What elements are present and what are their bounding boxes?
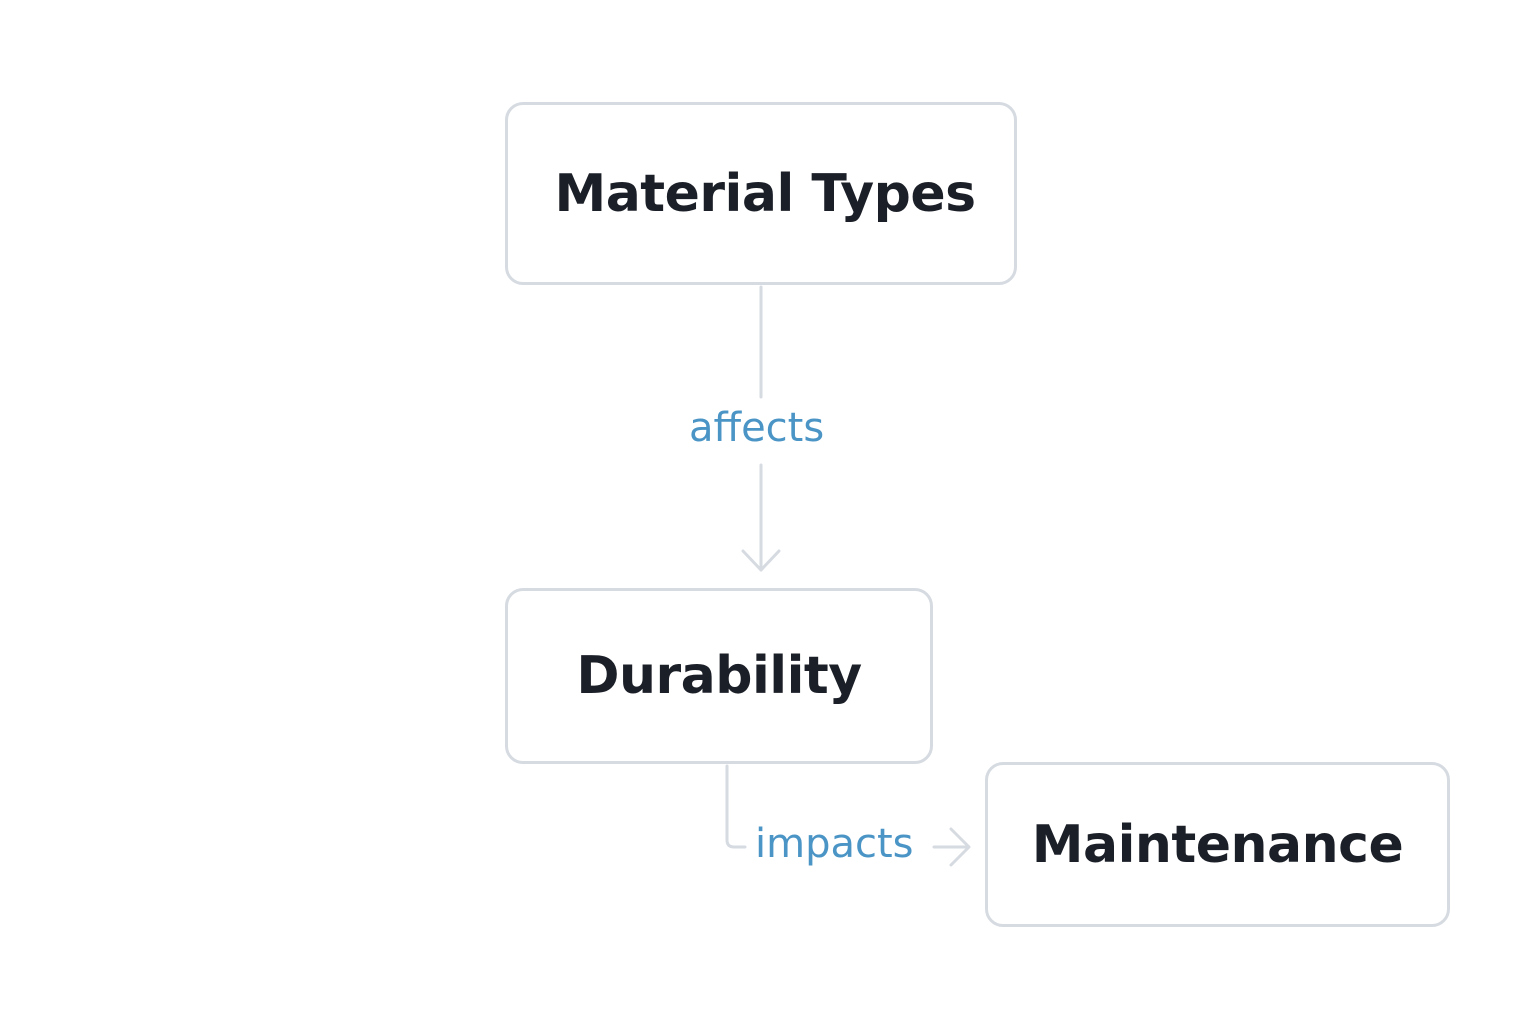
node-material-types-label: Material Types	[554, 163, 976, 224]
node-durability: Durability	[505, 588, 933, 764]
node-maintenance-label: Maintenance	[1031, 814, 1404, 875]
edge-label-affects: affects	[689, 405, 825, 451]
arrow-down-icon	[741, 549, 781, 572]
node-material-types: Material Types	[505, 102, 1017, 285]
node-maintenance: Maintenance	[985, 762, 1450, 927]
edge-label-impacts: impacts	[755, 821, 914, 867]
arrow-right-icon	[949, 827, 971, 867]
edge-impacts-line	[725, 764, 747, 849]
node-durability-label: Durability	[576, 646, 862, 706]
